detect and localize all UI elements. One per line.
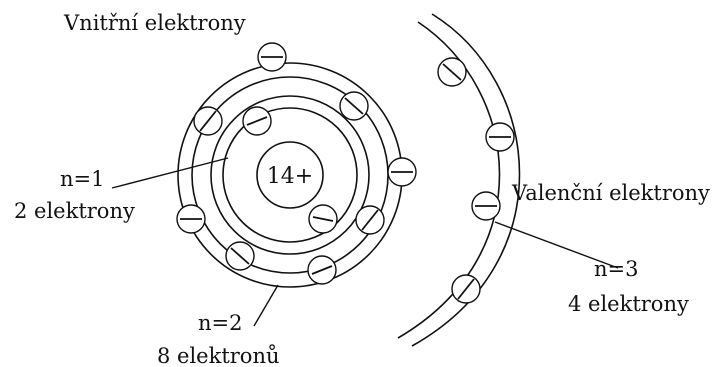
label-valence-electrons: Valenční elektrony bbox=[511, 181, 710, 205]
electron-valence bbox=[438, 58, 466, 86]
label-shell-2-n: n=2 bbox=[198, 311, 242, 335]
electron-shell-2 bbox=[226, 242, 254, 270]
nucleus-label: 14+ bbox=[267, 164, 313, 189]
inner-atom: 14+ bbox=[178, 63, 402, 287]
electron-valence bbox=[472, 192, 500, 220]
label-inner-electrons: Vnitřní elektrony bbox=[63, 11, 246, 35]
electron-shell-2 bbox=[194, 107, 222, 135]
electron-shell-2 bbox=[388, 158, 416, 186]
label-shell-2-count: 8 elektronů bbox=[157, 344, 280, 367]
electron-shell-2 bbox=[340, 92, 368, 120]
electron-valence bbox=[452, 275, 480, 303]
electron-shell-2 bbox=[308, 256, 336, 284]
label-shell-3-n: n=3 bbox=[594, 257, 638, 281]
electron-shell-2 bbox=[356, 206, 384, 234]
label-shell-1-n: n=1 bbox=[60, 167, 104, 191]
label-shell-1-count: 2 elektrony bbox=[14, 199, 135, 223]
label-shell-3-count: 4 elektrony bbox=[568, 292, 689, 316]
electron-shell-1 bbox=[309, 205, 337, 233]
electron-shell-1 bbox=[243, 107, 271, 135]
leader-line-shell-2 bbox=[254, 285, 278, 326]
electron-valence bbox=[486, 123, 514, 151]
text-labels: Vnitřní elektrony Valenční elektrony n=1… bbox=[14, 11, 710, 367]
electron-shell-2 bbox=[177, 205, 205, 233]
electron-shell-2 bbox=[258, 43, 286, 71]
